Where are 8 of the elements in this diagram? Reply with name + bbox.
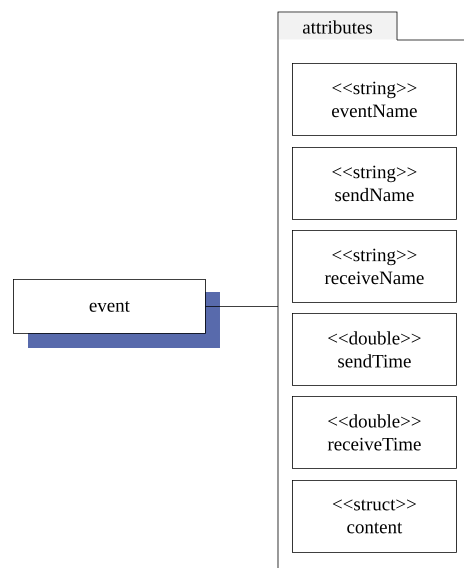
attribute-box: <<double>> receiveTime bbox=[292, 396, 457, 469]
connector-line bbox=[205, 306, 278, 307]
attribute-box: <<string>> eventName bbox=[292, 63, 457, 136]
attribute-box: <<string>> sendName bbox=[292, 147, 457, 220]
class-box: event bbox=[13, 279, 220, 348]
attribute-box: <<struct>> content bbox=[292, 480, 457, 553]
attribute-box: <<string>> receiveName bbox=[292, 230, 457, 303]
attribute-box: <<double>> sendTime bbox=[292, 313, 457, 386]
